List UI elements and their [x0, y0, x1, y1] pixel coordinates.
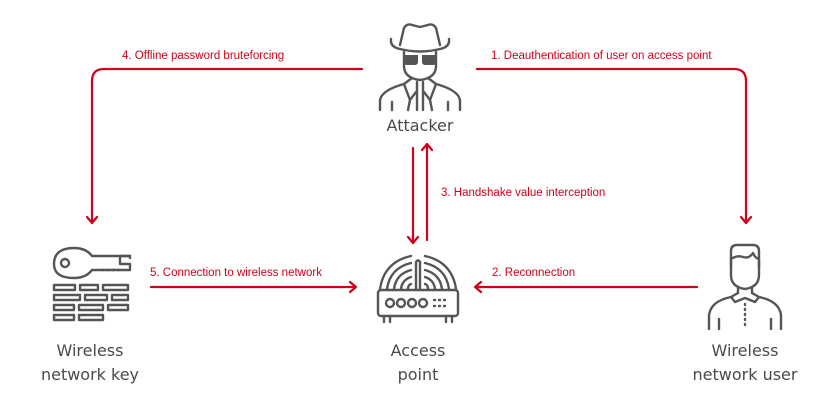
spy-icon	[378, 23, 462, 112]
key-label-line-1: Wireless	[57, 341, 124, 360]
connector-step-1	[475, 67, 753, 225]
connector-step-3-down	[406, 146, 420, 245]
key-label-line-2: network key	[41, 365, 139, 384]
key-wall-icon	[52, 246, 132, 322]
user-label-line-1: Wireless	[712, 341, 779, 360]
user-label-line-2: network user	[693, 365, 798, 384]
access-point-label-line-2: point	[398, 365, 439, 384]
step-2-label: 2. Reconnection	[492, 267, 575, 279]
step-4-label: 4. Offline password bruteforcing	[122, 50, 284, 62]
attacker-label: Attacker	[387, 116, 454, 135]
access-point-label-line-1: Access	[391, 341, 446, 360]
connector-step-3-up	[420, 142, 434, 242]
connector-step-5	[149, 280, 358, 294]
router-icon	[376, 254, 460, 324]
step-3-label: 3. Handshake value interception	[441, 187, 605, 199]
user-icon	[707, 243, 783, 331]
connector-step-4	[85, 67, 364, 225]
connector-step-2	[473, 280, 699, 294]
step-1-label: 1. Deauthentication of user on access po…	[491, 50, 712, 62]
step-5-label: 5. Connection to wireless network	[150, 267, 322, 279]
